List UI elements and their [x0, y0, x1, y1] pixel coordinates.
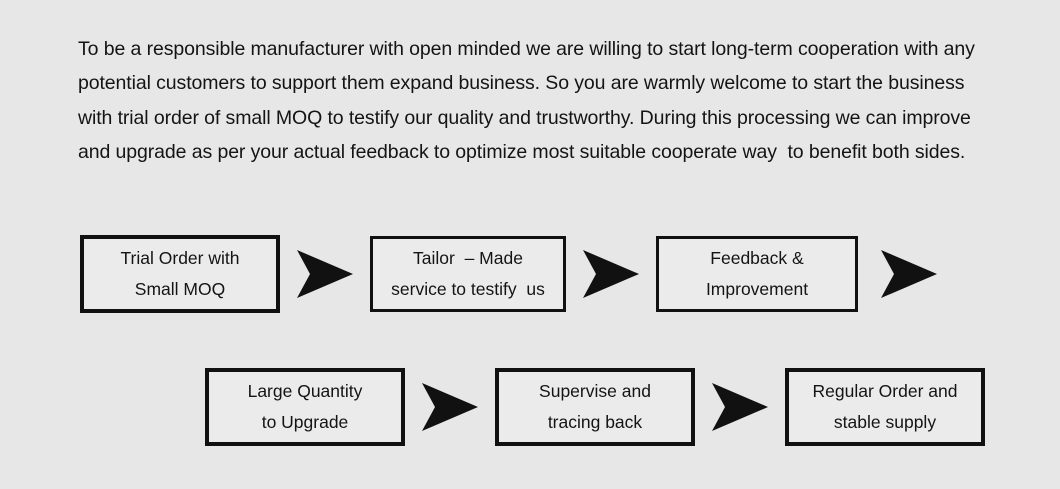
flow-box-trial-order[interactable]: Trial Order with Small MOQ: [80, 235, 280, 313]
flow-box-large-quantity-line2: to Upgrade: [261, 412, 349, 432]
flow-box-supervise[interactable]: Supervise and tracing back: [495, 368, 695, 446]
flow-box-regular-order-line1: Regular Order and: [812, 381, 958, 401]
arrow-right-icon-1: [297, 250, 353, 298]
flow-box-supervise-line1: Supervise and: [539, 381, 651, 401]
flow-box-tailor-made-line2: service to testify us: [391, 279, 545, 299]
flow-box-regular-order[interactable]: Regular Order and stable supply: [785, 368, 985, 446]
arrow-right-icon-3: [881, 250, 937, 298]
arrow-right-icon-4: [422, 383, 478, 431]
flow-box-regular-order-line2: stable supply: [833, 412, 937, 432]
flow-box-large-quantity[interactable]: Large Quantity to Upgrade: [205, 368, 405, 446]
arrow-right-icon-5: [712, 383, 768, 431]
flow-box-tailor-made[interactable]: Tailor – Made service to testify us: [370, 236, 566, 312]
flow-box-supervise-line2: tracing back: [547, 412, 643, 432]
flow-box-feedback-line1: Feedback &: [710, 248, 804, 268]
flow-box-trial-order-line2: Small MOQ: [134, 279, 226, 299]
flow-box-feedback[interactable]: Feedback & Improvement: [656, 236, 858, 312]
flow-row-1: Trial Order with Small MOQ Tailor – Made…: [80, 235, 940, 313]
flow-box-trial-order-line1: Trial Order with: [120, 248, 240, 268]
flow-box-feedback-line2: Improvement: [705, 279, 809, 299]
flow-box-tailor-made-line1: Tailor – Made: [413, 248, 523, 268]
flow-box-large-quantity-line1: Large Quantity: [247, 381, 363, 401]
intro-paragraph: To be a responsible manufacturer with op…: [78, 37, 981, 164]
arrow-right-icon-2: [583, 250, 639, 298]
flow-row-2: Large Quantity to Upgrade Supervise and …: [205, 368, 985, 446]
